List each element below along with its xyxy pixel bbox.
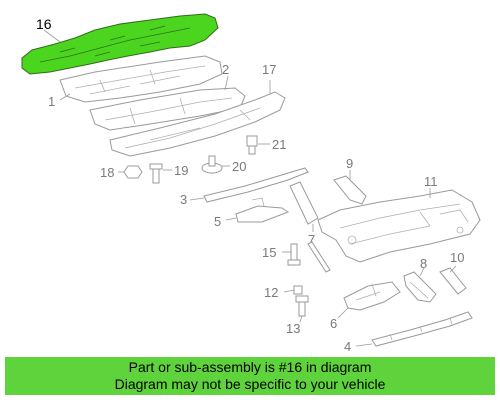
info-banner: Part or sub-assembly is #16 in diagram D… bbox=[5, 357, 495, 395]
callout-3: 3 bbox=[180, 192, 187, 207]
leader-6 bbox=[337, 307, 349, 319]
part-18-nut[interactable] bbox=[123, 165, 143, 179]
part-16-shape[interactable] bbox=[21, 13, 219, 75]
part-19-bolt[interactable] bbox=[149, 163, 163, 184]
part-20-grommet[interactable] bbox=[201, 155, 223, 174]
part-14-rod[interactable] bbox=[307, 241, 331, 273]
part-1-front-floor-pan[interactable] bbox=[59, 55, 223, 103]
part-8-bracket[interactable] bbox=[403, 271, 437, 303]
part-6-bracket[interactable] bbox=[343, 281, 401, 311]
part-13-bolt[interactable] bbox=[295, 295, 309, 317]
callout-19: 19 bbox=[174, 163, 188, 178]
part-17-floor-tunnel[interactable] bbox=[109, 91, 286, 157]
part-12-stud[interactable] bbox=[293, 285, 303, 295]
part-5-member[interactable] bbox=[235, 197, 290, 223]
leader-2 bbox=[224, 75, 229, 91]
banner-line-1: Part or sub-assembly is #16 in diagram bbox=[128, 359, 372, 375]
callout-11: 11 bbox=[424, 174, 438, 189]
callout-21: 21 bbox=[272, 137, 286, 152]
part-9-bracket[interactable] bbox=[333, 175, 367, 205]
leader-13 bbox=[299, 315, 303, 323]
part-16-floor-insulator[interactable] bbox=[21, 13, 219, 75]
callout-7: 7 bbox=[308, 232, 315, 247]
part-16-detail bbox=[39, 27, 191, 63]
callout-16: 16 bbox=[36, 16, 52, 32]
part-10-bracket[interactable] bbox=[439, 267, 467, 295]
callout-6: 6 bbox=[330, 316, 337, 331]
callout-10: 10 bbox=[450, 250, 464, 265]
callout-20: 20 bbox=[232, 159, 246, 174]
leader-1 bbox=[59, 93, 71, 101]
leader-10 bbox=[449, 265, 457, 273]
leader-8 bbox=[419, 267, 425, 277]
callout-4: 4 bbox=[344, 339, 351, 354]
callout-18: 18 bbox=[100, 165, 114, 180]
callout-8: 8 bbox=[420, 256, 427, 271]
leader-16 bbox=[43, 29, 61, 43]
part-3-side-rail[interactable] bbox=[203, 167, 309, 203]
part-11-rear-floor[interactable] bbox=[317, 189, 481, 263]
leader-5 bbox=[225, 217, 237, 221]
part-4-lower-rail[interactable] bbox=[371, 311, 473, 347]
callout-15: 15 bbox=[262, 245, 276, 260]
part-7-reinforcement[interactable] bbox=[289, 181, 319, 225]
callout-2: 2 bbox=[222, 62, 229, 77]
leader-4 bbox=[355, 343, 373, 347]
callout-1: 1 bbox=[48, 94, 55, 109]
leader-3 bbox=[189, 197, 205, 201]
banner-line-2: Diagram may not be specific to your vehi… bbox=[114, 376, 386, 392]
callout-13: 13 bbox=[286, 321, 300, 336]
callout-9: 9 bbox=[346, 156, 353, 171]
callout-12: 12 bbox=[264, 285, 278, 300]
part-15-clip[interactable] bbox=[287, 243, 301, 266]
callout-17: 17 bbox=[262, 62, 276, 77]
part-16-ribs bbox=[59, 25, 166, 57]
part-21-clip[interactable] bbox=[246, 135, 258, 155]
leader-12 bbox=[283, 289, 295, 293]
callout-5: 5 bbox=[214, 214, 221, 229]
